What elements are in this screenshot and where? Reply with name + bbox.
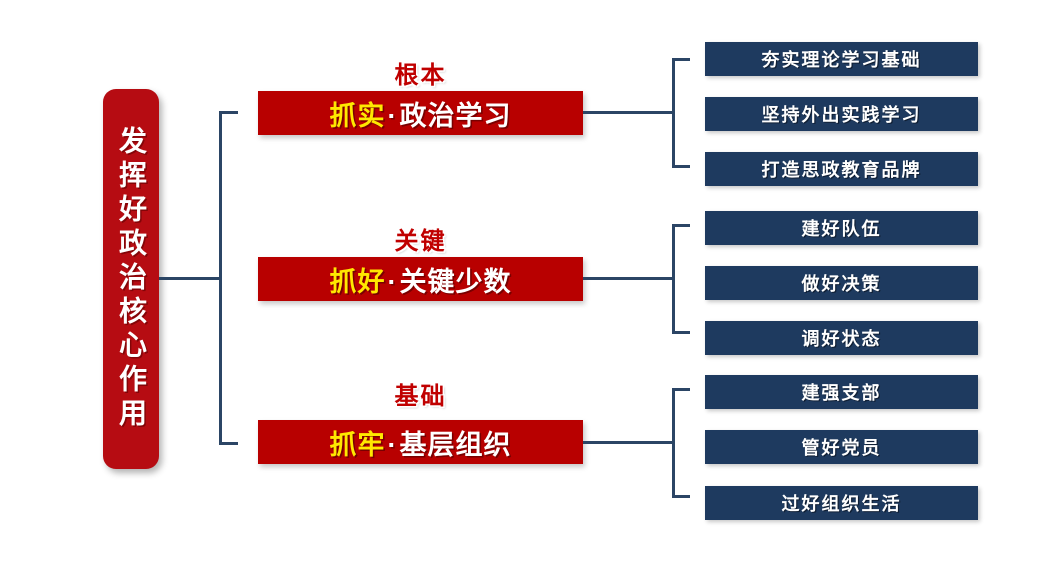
branch-2-bracket-stub-top [672,224,690,227]
branch-3-connector-stem [583,441,675,444]
leaf-box-1-1[interactable]: 夯实理论学习基础 [705,42,978,76]
leaf-box-2-1[interactable]: 建好队伍 [705,211,978,245]
section-box-2[interactable]: 抓好·关键少数 [258,257,583,301]
branch-1-bracket-stub-top [672,58,690,61]
section-box-2-suffix: 关键少数 [399,266,512,297]
section-box-3-separator: · [387,429,398,460]
section-box-1-prefix: 抓实 [329,100,386,131]
section-box-2-text: 抓好·关键少数 [330,260,512,299]
leaf-box-3-2[interactable]: 管好党员 [705,430,978,464]
leaf-box-3-3-text: 过好组织生活 [781,494,902,514]
leaf-box-1-2[interactable]: 坚持外出实践学习 [705,97,978,131]
leaf-box-3-3[interactable]: 过好组织生活 [705,486,978,520]
section-box-1[interactable]: 抓实·政治学习 [258,91,583,135]
leaf-box-2-2-text: 做好决策 [801,274,882,294]
root-connector-stem [159,277,222,280]
branch-2-connector-stem [583,277,675,280]
leaf-box-1-3-text: 打造思政教育品牌 [761,160,922,180]
root-banner-label: 发挥好政治核心作用 [116,126,147,432]
branch-3-bracket-stub-top [672,388,690,391]
section-box-2-prefix: 抓好 [329,266,386,297]
leaf-box-1-1-text: 夯实理论学习基础 [761,50,922,70]
leaf-box-3-2-text: 管好党员 [801,438,882,458]
section-label-2: 关键 [394,228,447,255]
branch-2-bracket-spine [672,224,675,334]
leaf-box-2-2[interactable]: 做好决策 [705,266,978,300]
section-box-1-separator: · [387,100,398,131]
branch-1-bracket-stub-bottom [672,165,690,168]
leaf-box-2-3-text: 调好状态 [801,329,882,349]
section-box-2-separator: · [387,266,398,297]
branch-1-bracket-spine [672,58,675,168]
section-box-1-text: 抓实·政治学习 [330,94,512,133]
section-box-3[interactable]: 抓牢·基层组织 [258,420,583,464]
root-bracket-stub-top [219,111,238,114]
leaf-box-1-2-text: 坚持外出实践学习 [761,105,922,125]
section-box-3-suffix: 基层组织 [399,429,512,460]
section-label-3: 基础 [394,383,447,410]
branch-3-bracket-stub-bottom [672,495,690,498]
leaf-box-3-1-text: 建强支部 [801,383,882,403]
branch-3-bracket-spine [672,388,675,498]
leaf-box-1-3[interactable]: 打造思政教育品牌 [705,152,978,186]
section-label-1: 根本 [394,62,447,89]
section-box-3-prefix: 抓牢 [329,429,386,460]
branch-1-connector-stem [583,111,675,114]
root-bracket-spine [219,111,222,445]
leaf-box-3-1[interactable]: 建强支部 [705,375,978,409]
leaf-box-2-3[interactable]: 调好状态 [705,321,978,355]
leaf-box-2-1-text: 建好队伍 [801,219,882,239]
section-box-1-suffix: 政治学习 [399,100,512,131]
branch-2-bracket-stub-bottom [672,331,690,334]
root-bracket-stub-bottom [219,442,238,445]
root-banner[interactable]: 发挥好政治核心作用 [103,89,159,469]
section-box-3-text: 抓牢·基层组织 [330,423,512,462]
